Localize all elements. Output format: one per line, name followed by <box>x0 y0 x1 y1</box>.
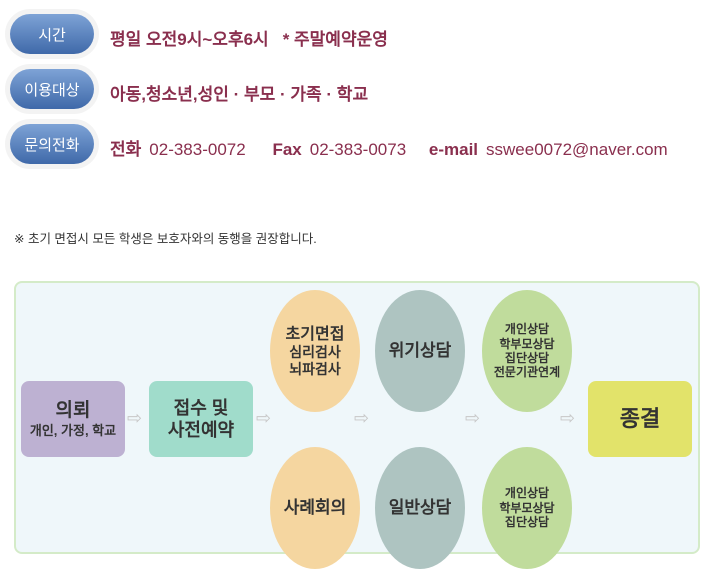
request-title: 의뢰 <box>55 400 91 421</box>
fax-label: Fax <box>272 140 302 159</box>
circle-line: 위기상담 <box>388 340 452 360</box>
circle-line: 초기면접 <box>285 325 345 343</box>
email-label: e-mail <box>428 140 479 159</box>
circle-line: 개인상담 <box>504 486 550 501</box>
request-sub: 개인, 가정, 학교 <box>29 422 117 438</box>
arrow-right-icon: ⇨ <box>465 408 481 428</box>
phone-label: 전화 <box>110 140 142 159</box>
intake-line2: 사전예약 <box>167 420 235 440</box>
arrow-right-icon: ⇨ <box>256 408 272 428</box>
circle-line: 뇌파검사 <box>289 360 341 377</box>
hours-text: 평일 오전9시~오후6시 * 주말예약운영 <box>110 25 402 50</box>
circle-line: 집단상담 <box>504 515 550 530</box>
circle-line: 학부모상담 <box>499 336 555 351</box>
circle-initial-interview: 초기면접 심리검사 뇌파검사 <box>270 290 360 412</box>
circle-line: 일반상담 <box>388 497 452 517</box>
circle-line: 전문기관연계 <box>493 365 561 380</box>
contact-text: 전화 02-383-0072 Fax 02-383-0073 e-mail sswee… <box>110 135 668 160</box>
arrow-right-icon: ⇨ <box>127 408 143 428</box>
circle-crisis: 위기상담 <box>375 290 465 412</box>
guardian-note: ※ 초기 면접시 모든 학생은 보호자와의 동행을 권장합니다. <box>14 232 317 246</box>
target-text: 아동,청소년,성인 · 부모 · 가족 · 학교 <box>110 80 382 105</box>
circle-line: 학부모상담 <box>499 500 555 515</box>
intake-line1: 접수 및 <box>173 397 229 418</box>
step-end: 종결 <box>588 381 692 457</box>
fax-number: 02-383-0073 <box>309 140 407 159</box>
step-request: 의뢰 개인, 가정, 학교 <box>21 381 125 457</box>
phone-number: 02-383-0072 <box>149 140 246 159</box>
weekend-note: * 주말예약운영 <box>282 30 388 49</box>
circle-line: 집단상담 <box>504 351 550 365</box>
arrow-right-icon: ⇨ <box>560 408 576 428</box>
target-groups: 아동,청소년,성인 · 부모 · 가족 · 학교 <box>110 85 369 104</box>
badge-contact: 문의전화 <box>10 124 94 164</box>
email-link[interactable]: sswee0072@naver.com <box>486 140 668 159</box>
step-intake: 접수 및 사전예약 <box>149 381 253 457</box>
circle-case-meeting: 사례회의 <box>270 447 360 569</box>
circle-line: 개인상담 <box>504 322 550 337</box>
end-label: 종결 <box>619 406 661 432</box>
circle-general: 일반상담 <box>375 447 465 569</box>
badge-target: 이용대상 <box>10 69 94 109</box>
circle-counsel-top: 개인상담 학부모상담 집단상담 전문기관연계 <box>482 290 572 412</box>
circle-line: 심리검사 <box>289 343 341 360</box>
circle-counsel-bottom: 개인상담 학부모상담 집단상담 <box>482 447 572 569</box>
arrow-right-icon: ⇨ <box>354 408 370 428</box>
badge-time: 시간 <box>10 14 94 54</box>
weekday-hours: 평일 오전9시~오후6시 <box>110 30 269 49</box>
circle-line: 사례회의 <box>283 497 347 517</box>
